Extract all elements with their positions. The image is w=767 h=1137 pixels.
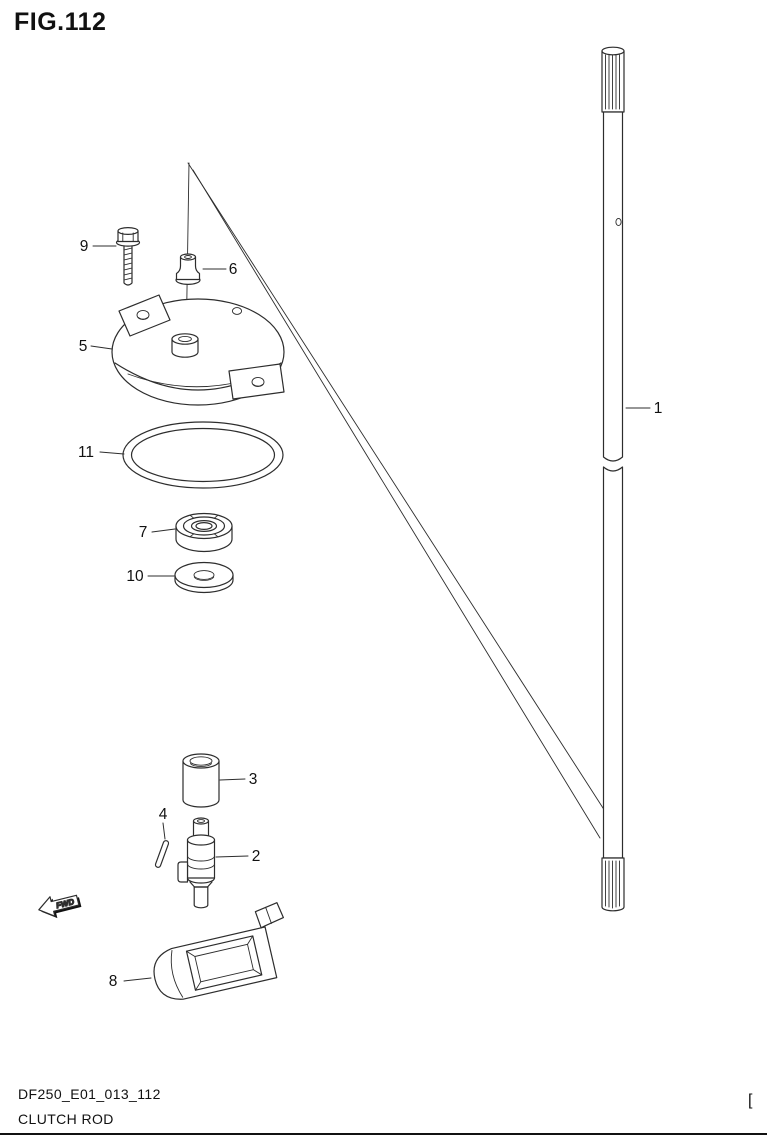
page-corner-bracket: [	[748, 1092, 753, 1109]
leader-4	[162, 822, 166, 840]
part-5-cam-plate	[111, 294, 285, 406]
leader-8	[123, 977, 152, 982]
leader-11	[99, 451, 125, 455]
leader-7	[151, 528, 176, 533]
part-label-5: 5	[79, 338, 88, 355]
part-label-9: 9	[80, 238, 89, 255]
page-bottom-border	[0, 1133, 767, 1135]
fwd-direction-marker: FWD	[38, 894, 82, 919]
part-label-2: 2	[252, 848, 261, 865]
leader-lines	[90, 245, 651, 982]
figure-code: DF250_E01_013_112	[18, 1086, 161, 1102]
part-1-clutch-rod	[601, 46, 625, 912]
part-label-10: 10	[126, 568, 144, 585]
leader-5	[90, 345, 113, 350]
assembly-reference-lines	[185, 162, 613, 839]
leader-3	[219, 778, 246, 781]
part-label-3: 3	[249, 771, 258, 788]
figure-number-title: FIG.112	[14, 8, 107, 36]
part-6-bushing	[175, 253, 201, 286]
part-2-clutch-shaft	[177, 817, 216, 909]
part-number-labels: 1 2 3 4 5 6 7 8 9 10 11	[78, 238, 662, 990]
part-label-4: 4	[159, 806, 168, 823]
part-4-pin	[154, 840, 170, 868]
part-9-bolt	[115, 227, 141, 286]
fwd-arrow-icon	[38, 894, 80, 917]
part-3-collar	[182, 753, 220, 808]
figure-footer: DF250_E01_013_112 CLUTCH ROD	[18, 1086, 161, 1127]
part-10-washer	[174, 561, 234, 594]
part-label-8: 8	[109, 973, 118, 990]
part-label-6: 6	[229, 261, 238, 278]
leader-2	[215, 855, 249, 858]
part-7-bearing	[175, 512, 233, 553]
part-label-1: 1	[654, 400, 663, 417]
part-11-o-ring	[122, 421, 284, 489]
part-label-11: 11	[78, 444, 94, 461]
figure-caption: CLUTCH ROD	[18, 1111, 114, 1127]
part-label-7: 7	[139, 524, 148, 541]
part-8-clevis	[153, 902, 285, 1000]
